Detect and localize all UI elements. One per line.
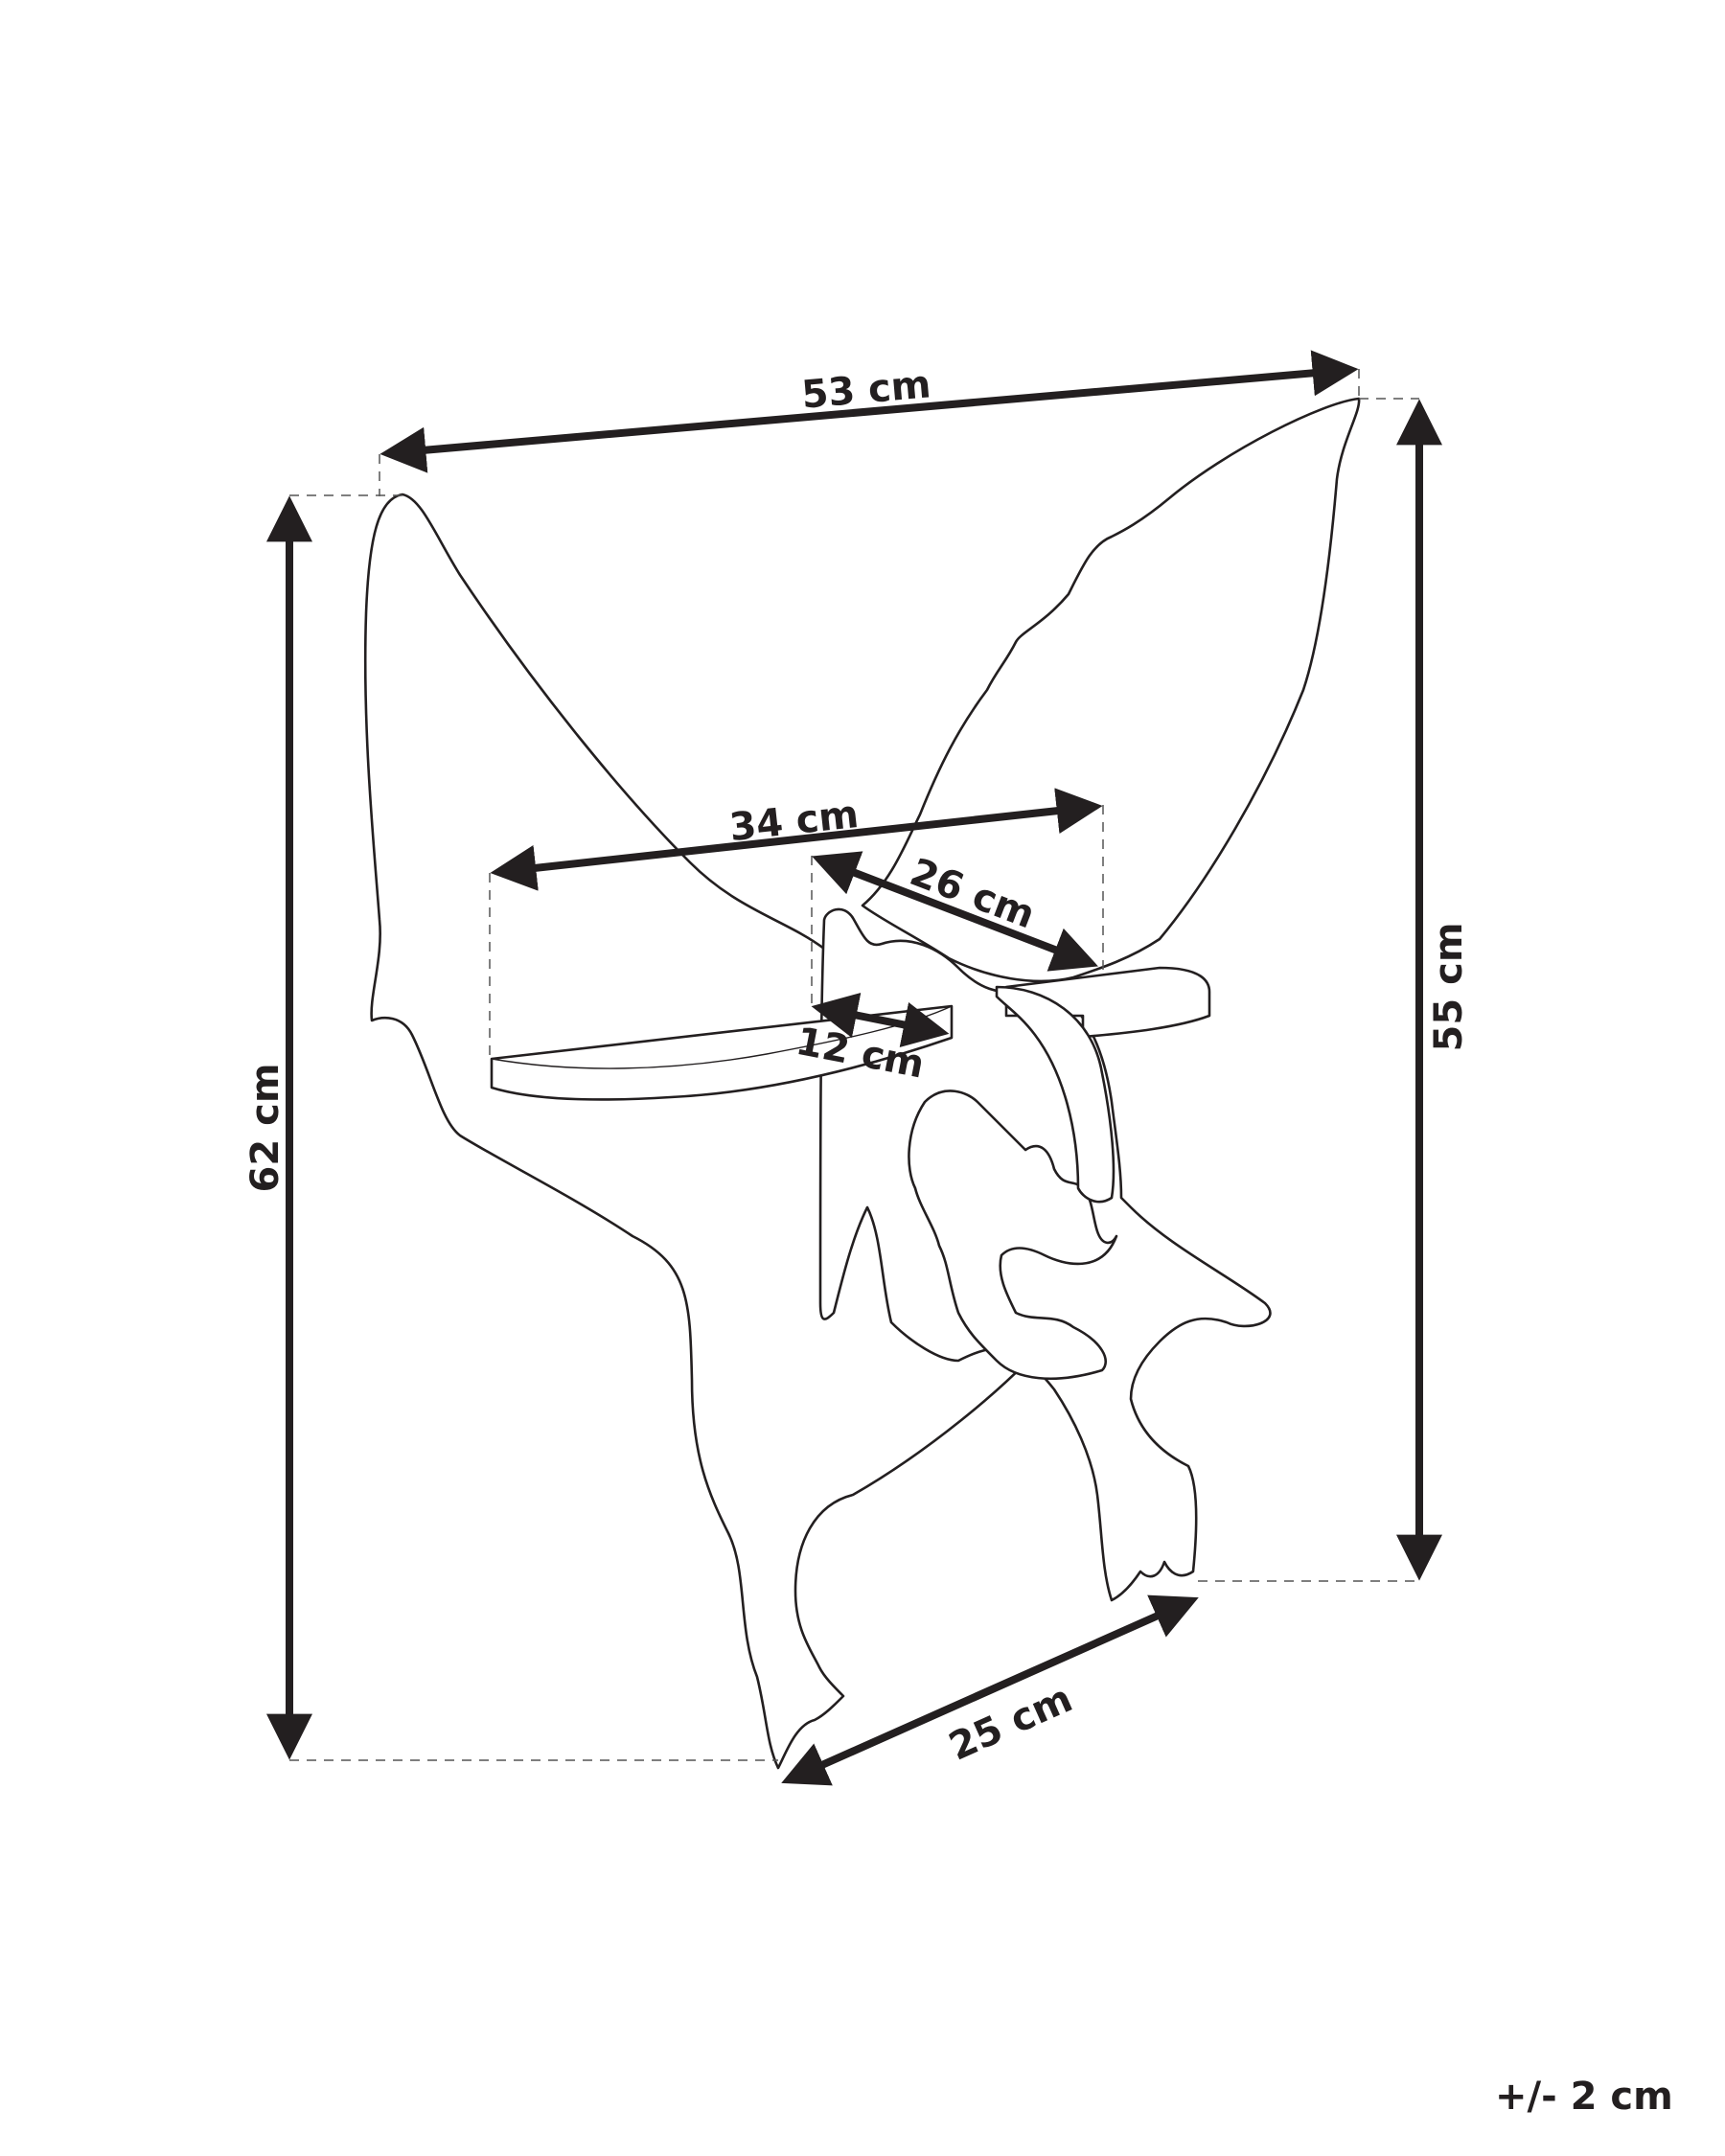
arrow-shelf-width	[490, 788, 1103, 891]
arrow-lower-shelf-depth	[811, 992, 950, 1048]
tolerance-note: +/- 2 cm	[1495, 2075, 1673, 2119]
arrow-upper-shelf-depth	[812, 851, 1098, 972]
shelf-outline	[363, 397, 1361, 1770]
front-arc-piece	[995, 985, 1116, 1204]
dimension-arrows	[266, 350, 1442, 1786]
label-shelf-width: 34 cm	[727, 792, 861, 850]
label-width-total: 53 cm	[800, 362, 932, 417]
arrow-width-total	[380, 350, 1359, 473]
label-height-right: 55 cm	[1427, 923, 1471, 1052]
label-height-left: 62 cm	[243, 1064, 288, 1193]
label-base-depth: 25 cm	[943, 1677, 1079, 1770]
arrow-base-depth	[781, 1594, 1199, 1786]
upper-shelf	[1004, 966, 1211, 1039]
front-wing-piece	[908, 1089, 1118, 1380]
